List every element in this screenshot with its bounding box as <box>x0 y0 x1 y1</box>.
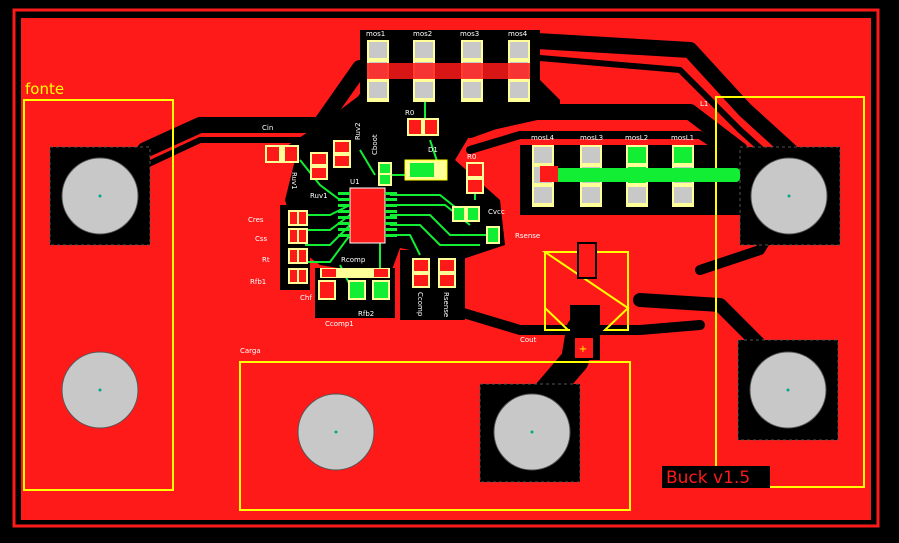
label-r0: R0 <box>467 153 476 161</box>
label-cout: Cout <box>520 336 537 344</box>
label-mos2: mos2 <box>413 30 432 38</box>
title-background <box>662 466 770 488</box>
label-d1: D1 <box>428 146 438 154</box>
terminal-fonte-top <box>49 146 151 246</box>
label-css: Css <box>255 235 268 243</box>
label-l1: L1 <box>700 100 708 108</box>
label-ccomp1: Ccomp1 <box>325 320 354 328</box>
mosfet-row-low <box>532 145 740 207</box>
terminal-l1-bottom <box>737 339 839 441</box>
mosfet-row-top <box>367 40 530 102</box>
label-ruv2: Ruv2 <box>354 122 362 140</box>
label-mos4: mos4 <box>508 30 528 38</box>
terminal-carga-left <box>297 393 375 471</box>
label-rsense: Rsense <box>515 232 540 240</box>
terminal-fonte-bottom <box>61 351 139 429</box>
label-ruv1: Ruv1 <box>310 192 328 200</box>
svg-text:+: + <box>579 344 587 355</box>
label-rsense-vertical: Rsense <box>442 292 450 317</box>
terminal-carga-right <box>479 383 581 483</box>
label-mos1: mos1 <box>366 30 385 38</box>
board-title: Buck v1.5 <box>666 468 750 488</box>
label-cboot: Cboot <box>371 134 379 155</box>
smd-passives <box>265 118 500 300</box>
u1-ic <box>338 187 397 244</box>
label-cin: Cin <box>262 124 273 132</box>
component-labels: mos1 mos2 mos3 mos4 mosL4 mosL3 mosL2 mo… <box>240 30 708 355</box>
label-mos3: mos3 <box>460 30 479 38</box>
label-mosl2: mosL2 <box>625 134 648 142</box>
cout-component: + <box>570 242 600 360</box>
label-ccomp: Ccomp <box>416 292 424 317</box>
label-carga: Carga <box>240 347 261 355</box>
board-outline <box>12 8 880 528</box>
label-cvcc: Cvcc <box>488 208 505 216</box>
terminal-l1-top <box>739 146 841 246</box>
label-u1: U1 <box>350 178 360 186</box>
label-rfb2: Rfb2 <box>358 310 374 318</box>
label-chf: Chf <box>300 294 312 302</box>
label-rcomp: Rcomp <box>341 256 366 264</box>
label-cres: Cres <box>248 216 264 224</box>
silkscreen-outlines <box>23 96 865 511</box>
label-rt: Rt <box>262 256 270 264</box>
label-mosl3: mosL3 <box>580 134 603 142</box>
label-ruv1-vertical: Ruv1 <box>290 172 298 190</box>
label-rfb1: Rfb1 <box>250 278 266 286</box>
label-mosl1: mosL1 <box>671 134 694 142</box>
label-r0-top: R0 <box>405 109 414 117</box>
d1-diode <box>404 159 448 181</box>
label-fonte: fonte <box>25 80 64 98</box>
label-mosl4: mosL4 <box>531 134 555 142</box>
